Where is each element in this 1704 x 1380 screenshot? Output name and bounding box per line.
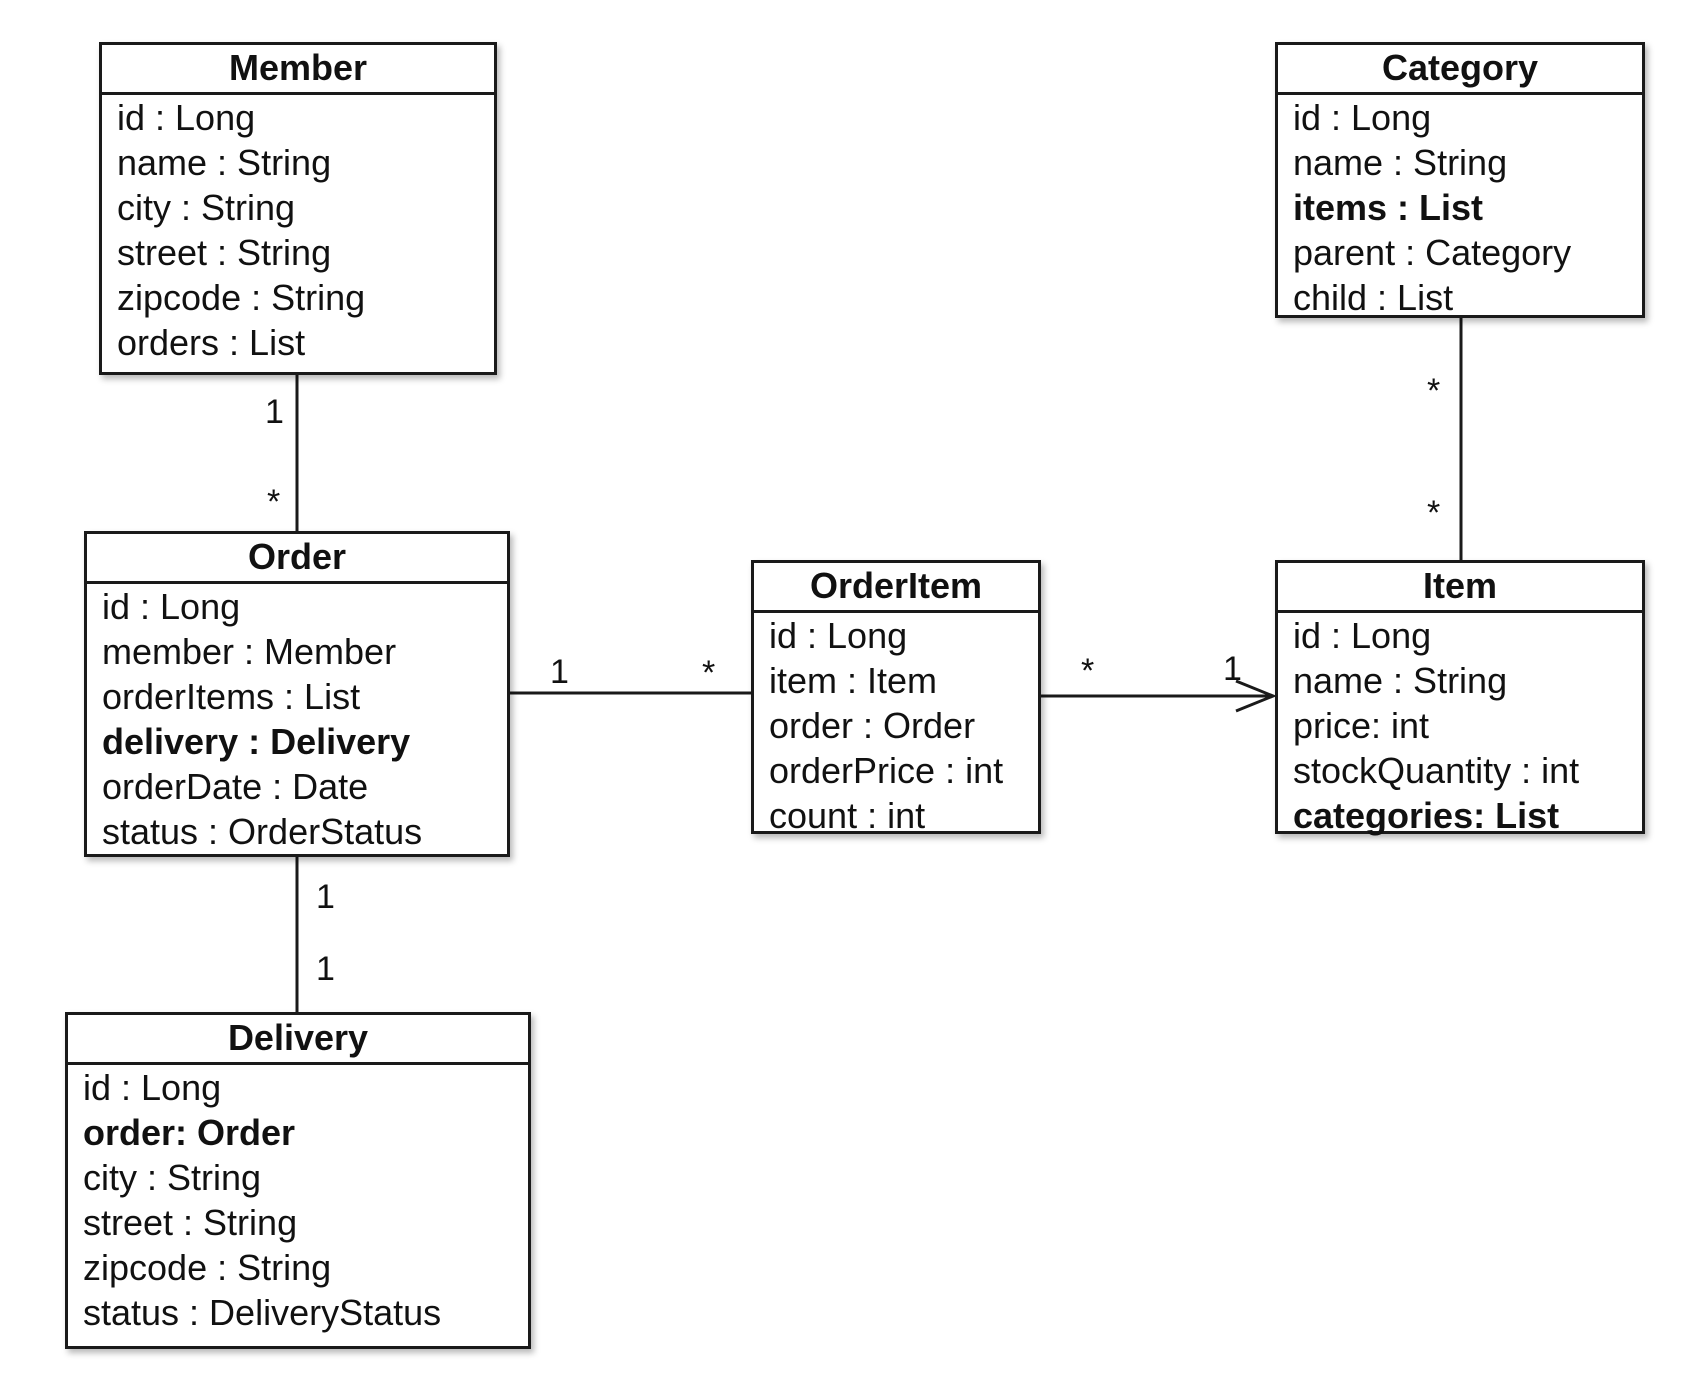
navigability-arrowhead [1235, 679, 1277, 713]
attribute: orders : List [117, 322, 306, 363]
attribute: id : Long [83, 1067, 222, 1108]
attribute: id : Long [1293, 97, 1432, 138]
class-title: Delivery [68, 1015, 528, 1065]
attribute: item : Item [769, 660, 938, 701]
attribute: zipcode : String [83, 1247, 332, 1288]
attribute: delivery : Delivery [102, 721, 411, 762]
attribute: status : DeliveryStatus [83, 1292, 442, 1333]
multiplicity-member-order-order-end: * [267, 483, 281, 521]
attribute: street : String [83, 1202, 298, 1243]
attribute: city : String [117, 187, 296, 228]
attribute: id : Long [117, 97, 256, 138]
attribute: items : List [1293, 187, 1484, 228]
attribute: name : String [117, 142, 332, 183]
multiplicity-member-order-member-end: 1 [265, 393, 284, 431]
attribute: orderPrice : int [769, 750, 1004, 791]
attribute: zipcode : String [117, 277, 366, 318]
attribute: count : int [769, 795, 926, 836]
attribute: order: Order [83, 1112, 296, 1153]
attribute: price: int [1293, 705, 1430, 746]
multiplicity-order-orderitem-order-end: 1 [550, 653, 569, 691]
attribute: order : Order [769, 705, 976, 746]
attribute: status : OrderStatus [102, 811, 423, 852]
attribute: orderItems : List [102, 676, 361, 717]
attribute: city : String [83, 1157, 262, 1198]
class-title: Category [1278, 45, 1642, 95]
attribute: id : Long [1293, 615, 1432, 656]
class-title: Member [102, 45, 494, 95]
attribute: id : Long [769, 615, 908, 656]
attribute: id : Long [102, 586, 241, 627]
multiplicity-category-item-category-end: * [1427, 372, 1441, 410]
multiplicity-orderitem-item-orderitem-end: * [1081, 652, 1095, 690]
attribute: categories: List [1293, 795, 1560, 836]
class-title: Order [87, 534, 507, 584]
multiplicity-category-item-item-end: * [1427, 494, 1441, 532]
attribute: street : String [117, 232, 332, 273]
attribute: orderDate : Date [102, 766, 369, 807]
attribute: parent : Category [1293, 232, 1572, 273]
class-title: Item [1278, 563, 1642, 613]
attribute: stockQuantity : int [1293, 750, 1580, 791]
class-title: OrderItem [754, 563, 1038, 613]
multiplicity-order-delivery-delivery-end: 1 [316, 950, 335, 988]
attribute: name : String [1293, 142, 1508, 183]
multiplicity-orderitem-item-item-end: 1 [1223, 650, 1242, 688]
attribute: child : List [1293, 277, 1454, 318]
multiplicity-order-orderitem-orderitem-end: * [702, 654, 716, 692]
attribute: name : String [1293, 660, 1508, 701]
attribute: member : Member [102, 631, 397, 672]
multiplicity-order-delivery-order-end: 1 [316, 878, 335, 916]
